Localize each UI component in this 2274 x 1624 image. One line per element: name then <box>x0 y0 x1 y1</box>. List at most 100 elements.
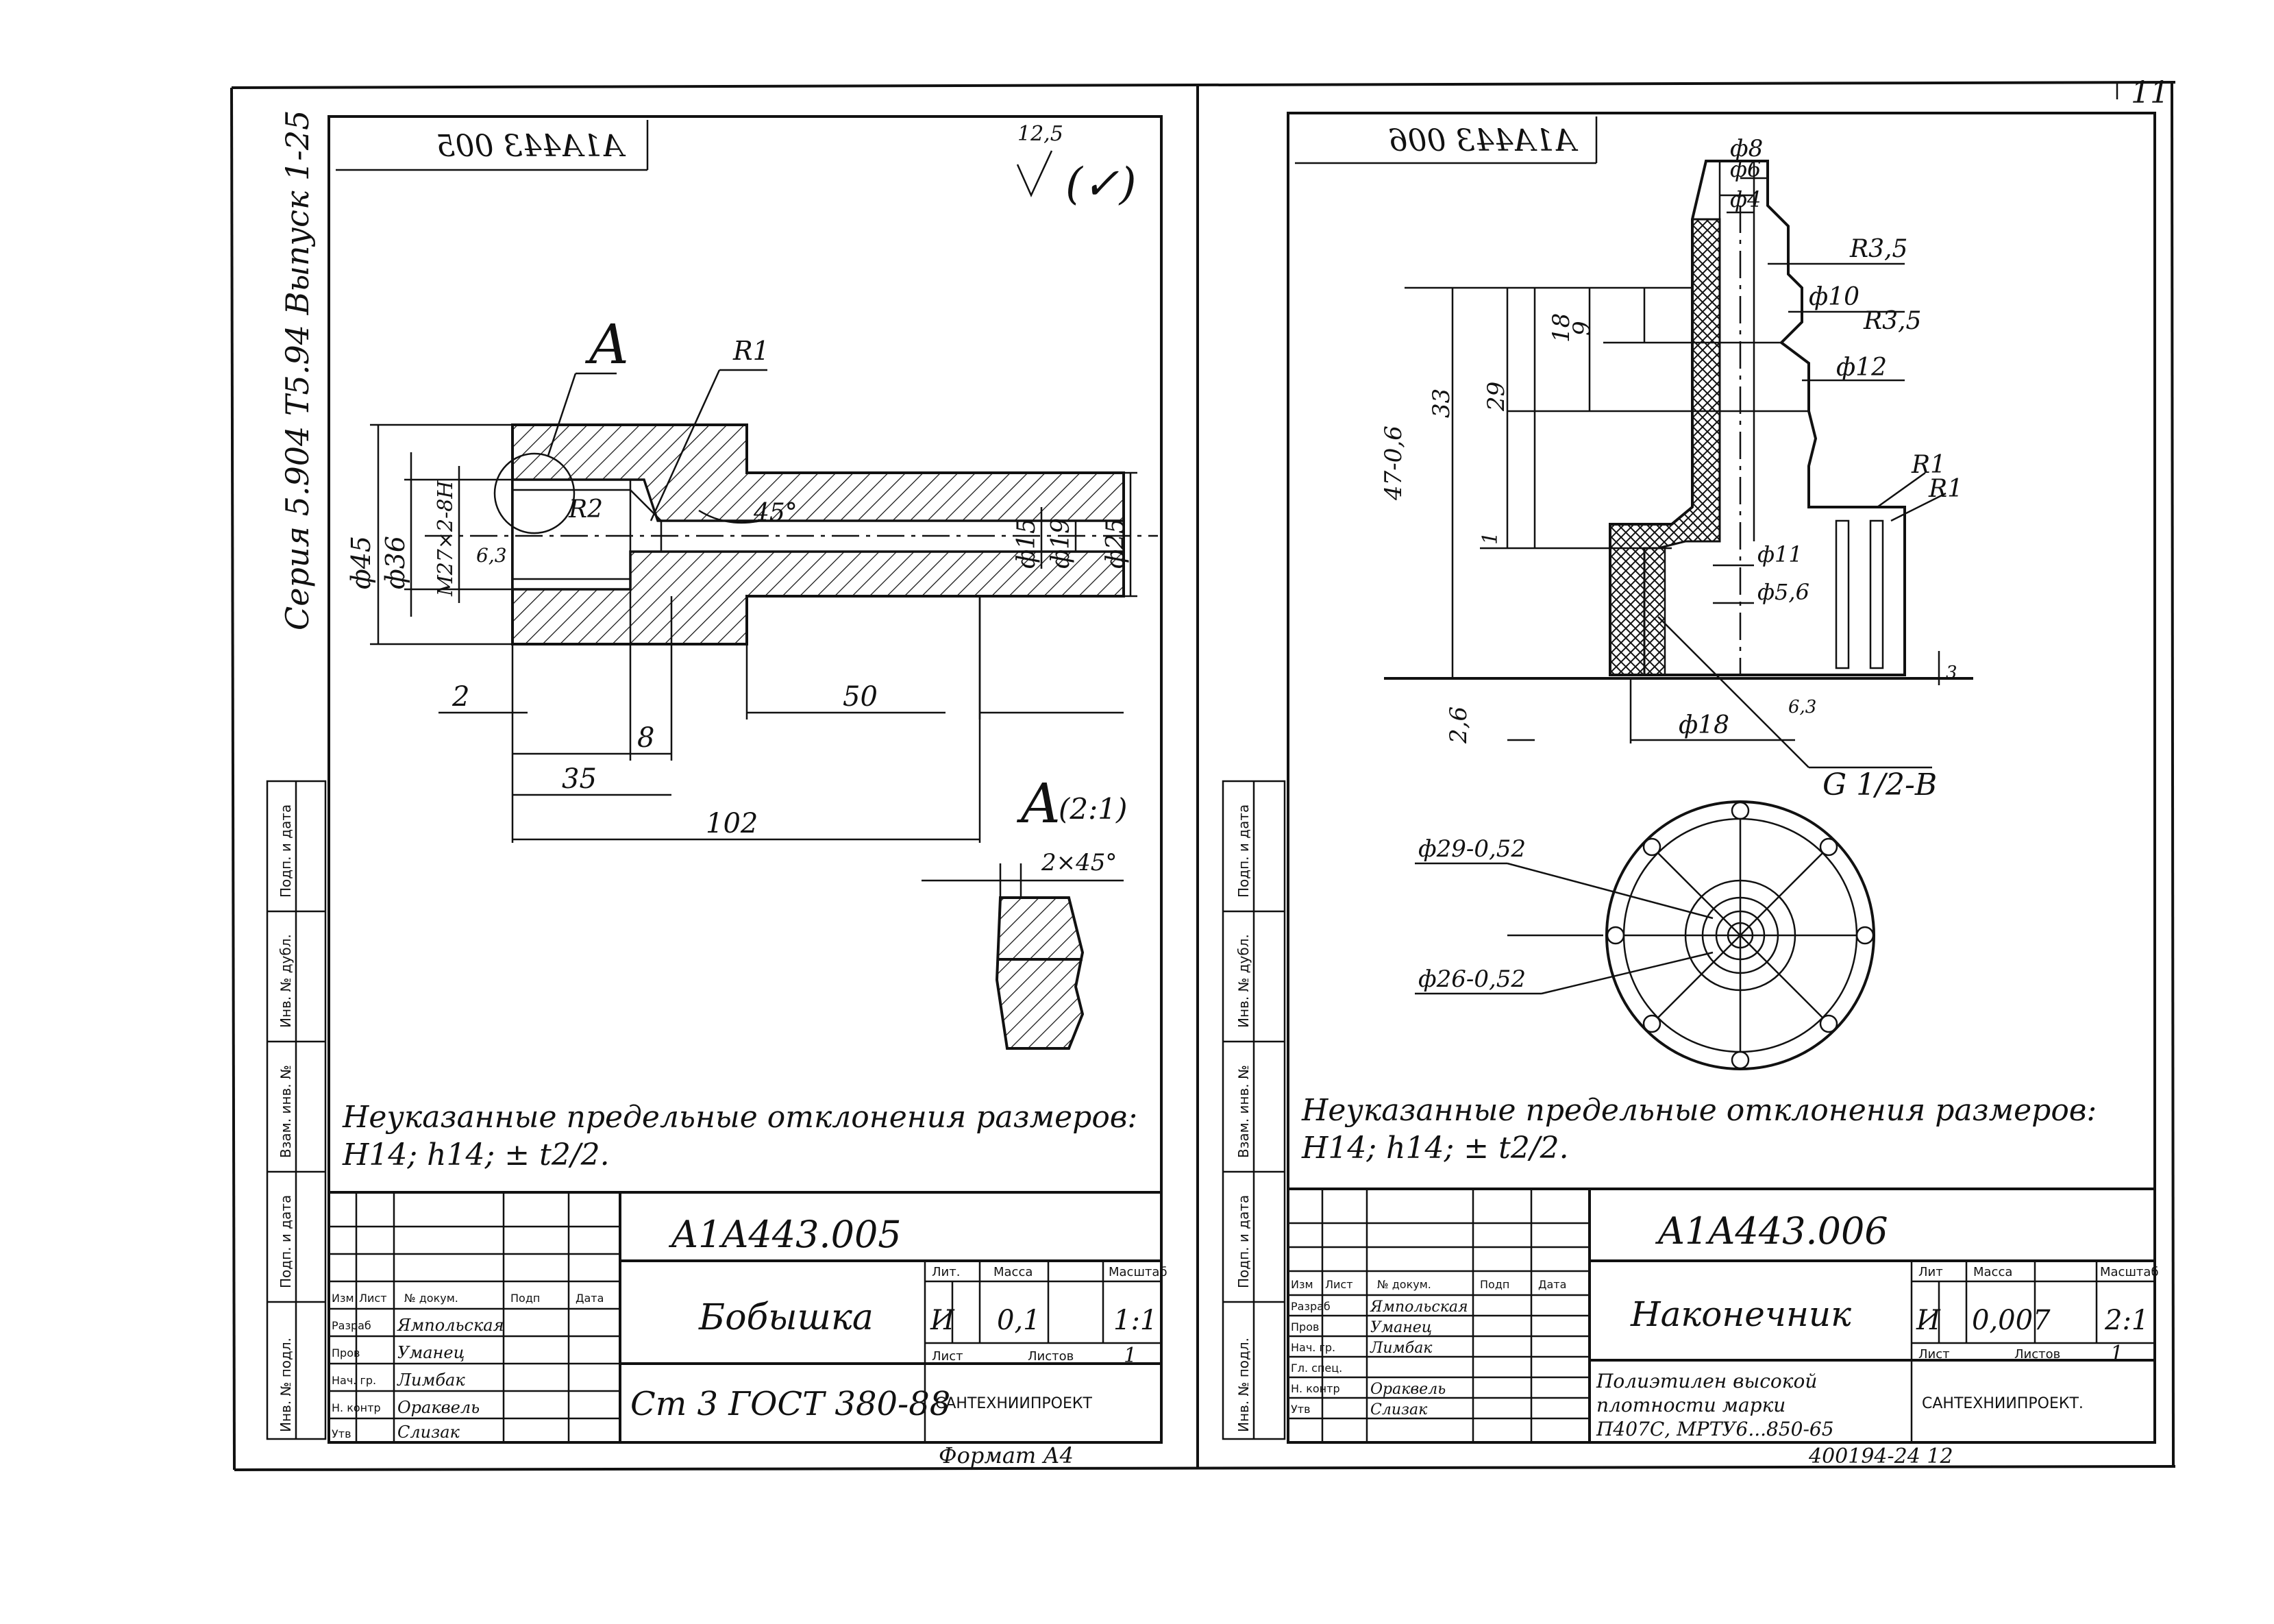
boss-dimensions <box>370 423 1137 843</box>
right-row-6-role: Утв <box>1291 1403 1311 1416</box>
label-dim50: 50 <box>843 681 878 713</box>
right-material-1: Полиэтилен высокой <box>1596 1370 1817 1392</box>
left-row-1-name: Ямпольская <box>397 1316 504 1335</box>
label-dim102: 102 <box>706 808 758 839</box>
page-number: 11 <box>2131 75 2169 110</box>
left-lit: И <box>930 1305 955 1336</box>
right-title-block-grid <box>1287 1188 2156 1444</box>
left-col-sign: Подп <box>510 1292 540 1305</box>
right-note-line2: H14; h14; ± t2/2. <box>1301 1131 1569 1166</box>
left-sheets-head: Листов <box>1028 1349 1074 1364</box>
right-footer-code: 400194-24 12 <box>1808 1444 1953 1468</box>
label-d29: ф29-0,52 <box>1418 835 1526 863</box>
left-part-name: Бобышка <box>698 1297 874 1338</box>
left-scale-head: Масштаб <box>1109 1265 1167 1279</box>
right-material-3: П407С, МРТУ6...850-65 <box>1596 1418 1834 1440</box>
label-d26: ф26-0,52 <box>1418 965 1526 993</box>
left-designation: A1A443.005 <box>668 1213 902 1256</box>
label-d10: ф10 <box>1809 283 1859 311</box>
left-row-4-name: Ораквель <box>397 1398 480 1417</box>
roughness-paren: (✓) <box>1065 159 1137 210</box>
right-row-2-name: Уманец <box>1370 1319 1432 1336</box>
right-designation: A1A443.006 <box>1655 1209 1888 1253</box>
right-row-5-role: Н. контр <box>1291 1382 1340 1395</box>
left-stamp-4: Подп. и дата <box>277 1195 294 1288</box>
right-part-name: Наконечник <box>1630 1294 1851 1334</box>
label-dim3: 3 <box>1946 663 1957 683</box>
label-r1: R1 <box>732 336 769 366</box>
label-thread: M27×2-8H <box>434 480 458 597</box>
left-stamp-1: Подп. и дата <box>277 804 294 898</box>
label-d19: ф19 <box>1047 518 1075 569</box>
right-sheet-head: Лист <box>1918 1347 1950 1362</box>
left-row-2-role: Пров <box>332 1346 360 1360</box>
label-r2: R2 <box>568 495 603 524</box>
right-lit: И <box>1916 1305 1941 1336</box>
label-detail-scale: (2:1) <box>1059 792 1127 826</box>
right-sheets-head: Листов <box>2014 1347 2060 1362</box>
right-row-1-name: Ямпольская <box>1370 1299 1468 1316</box>
boss-section-view <box>425 369 1158 645</box>
label-thread-g: G 1/2-B <box>1822 767 1937 802</box>
right-row-2-role: Пров <box>1291 1320 1319 1333</box>
right-col-list: Лист <box>1325 1278 1353 1291</box>
detail-a-view <box>922 863 1124 1050</box>
left-mass: 0,1 <box>997 1305 1041 1336</box>
right-org: САНТЕХНИИПРОЕКТ. <box>1922 1395 2084 1412</box>
label-r1b: R1 <box>1928 475 1963 503</box>
tip-end-view <box>1415 800 1875 1070</box>
section-label-a: A <box>584 312 629 376</box>
left-row-5-role: Утв <box>332 1427 351 1440</box>
right-col-date: Дата <box>1538 1278 1566 1291</box>
tip-dimensions <box>1405 177 1947 769</box>
left-org: САНТЕХНИИПРОЕКТ <box>935 1395 1092 1412</box>
label-r35b: R3,5 <box>1863 307 1921 335</box>
left-row-3-name: Лимбак <box>397 1370 465 1390</box>
right-mass: 0,007 <box>1972 1305 2051 1336</box>
right-row-4-role: Гл. спец. <box>1291 1362 1342 1375</box>
label-dim26: 2,6 <box>1445 706 1472 744</box>
label-d25: ф25 <box>1102 518 1130 569</box>
right-lit-head: Лит <box>1918 1265 1943 1279</box>
left-row-3-role: Нач. гр. <box>332 1374 376 1387</box>
left-title-block-grid <box>327 1191 1163 1444</box>
right-mass-head: Масса <box>1973 1265 2012 1279</box>
label-dim29: 29 <box>1483 382 1510 412</box>
left-material: Ст 3 ГОСТ 380-88 <box>630 1385 950 1423</box>
label-chamfer: 2×45° <box>1041 849 1117 876</box>
label-dim35: 35 <box>562 763 597 795</box>
left-stamp-3: Взам. инв. № <box>277 1065 294 1158</box>
label-angle45: 45° <box>753 499 798 527</box>
left-col-date: Дата <box>576 1292 604 1305</box>
left-mass-head: Масса <box>993 1265 1033 1279</box>
left-row-4-role: Н. контр <box>332 1401 381 1414</box>
left-row-1-role: Разраб <box>332 1319 371 1332</box>
label-dim1: 1 <box>1479 532 1503 545</box>
label-dim18: 18 <box>1548 313 1575 343</box>
label-rough63: 6,3 <box>476 544 507 567</box>
right-stamp-5: Инв. № подл. <box>1235 1338 1252 1432</box>
right-row-3-name: Лимбак <box>1370 1340 1433 1357</box>
right-scale-head: Масштаб <box>2100 1265 2159 1279</box>
right-stamp-2: Инв. № дубл. <box>1235 934 1252 1028</box>
right-row-3-role: Нач. гр. <box>1291 1341 1335 1354</box>
right-stamp-3: Взам. инв. № <box>1235 1065 1252 1158</box>
left-stamp-5: Инв. № подл. <box>277 1338 294 1432</box>
label-dim33: 33 <box>1428 389 1455 418</box>
left-col-izm: Изм <box>332 1292 354 1305</box>
right-material-2: плотности марки <box>1596 1394 1785 1416</box>
label-detail-a: A <box>1016 772 1061 835</box>
roughness-mark: 12,5 <box>1017 122 1063 146</box>
right-row-6-name: Слизак <box>1370 1401 1428 1418</box>
left-sheets: 1 <box>1124 1344 1137 1368</box>
label-dim8: 8 <box>637 722 654 754</box>
right-stamp-1: Подп. и дата <box>1235 804 1252 898</box>
right-col-izm: Изм <box>1291 1278 1313 1291</box>
left-format: Формат А4 <box>939 1442 1074 1468</box>
tip-side-view <box>1384 160 1973 680</box>
label-d18: ф18 <box>1679 711 1729 739</box>
left-stamp-2: Инв. № дубл. <box>277 934 294 1028</box>
label-d6: ф6 <box>1730 156 1761 182</box>
right-row-1-role: Разраб <box>1291 1300 1331 1313</box>
